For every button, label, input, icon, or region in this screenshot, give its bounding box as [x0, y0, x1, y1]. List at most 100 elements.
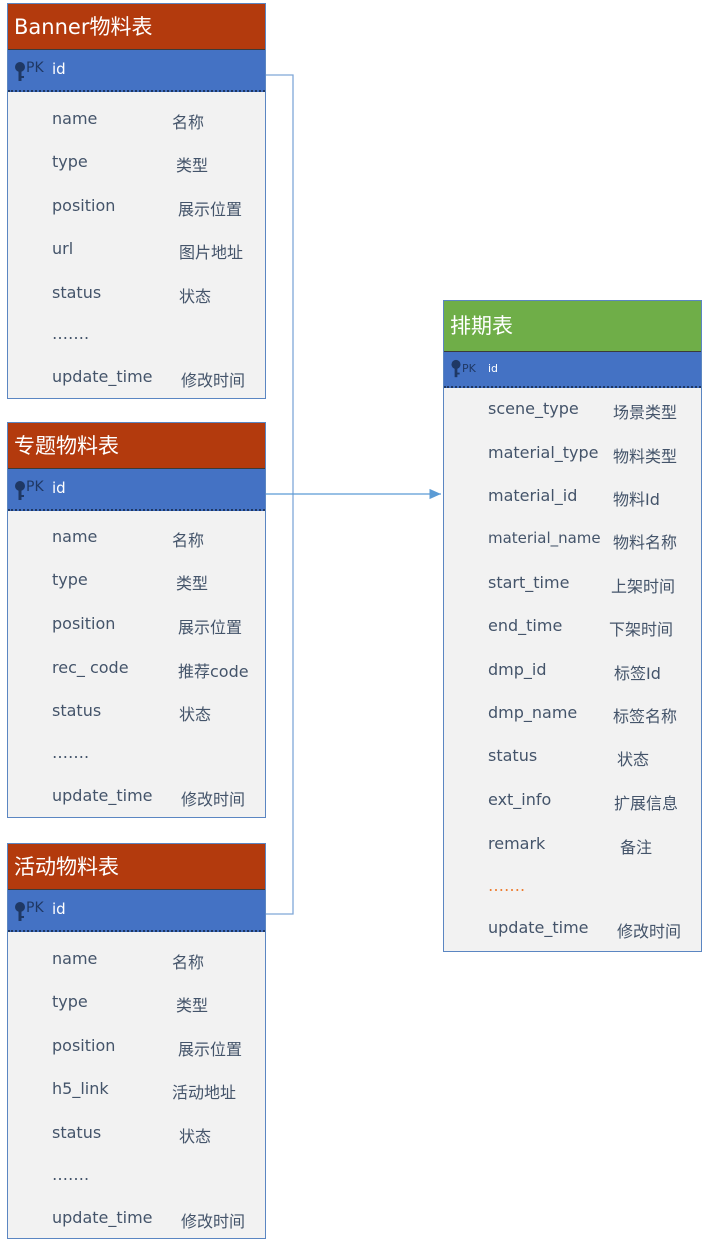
field-desc: 推荐code: [178, 662, 249, 681]
primary-key-row: PK id: [8, 469, 265, 511]
pk-field: id: [488, 362, 499, 375]
field-name: dmp_name: [488, 703, 578, 722]
field-name: position: [52, 196, 116, 215]
key-icon: [451, 359, 461, 378]
banner-to-schedule-connector: [266, 74, 294, 494]
pk-field: id: [52, 60, 66, 78]
field-ellipsis: …….: [488, 876, 526, 895]
table-row: …….: [8, 743, 267, 763]
field-name: status: [488, 746, 538, 765]
table-row: position 展示位置: [8, 614, 267, 637]
table-row: material_type 物料类型: [444, 443, 703, 466]
field-desc: 扩展信息: [614, 794, 679, 813]
field-desc: 展示位置: [178, 618, 243, 637]
activity-material-table: 活动物料表 PK id name 名称 type 类型 position 展示位置 h…: [7, 843, 266, 1239]
field-name: material_type: [488, 443, 599, 462]
table-row: position 展示位置: [8, 1036, 267, 1059]
field-name: name: [52, 949, 98, 968]
field-desc: 类型: [176, 574, 209, 593]
field-name: url: [52, 239, 74, 258]
field-name: ext_info: [488, 790, 552, 809]
field-desc: 修改时间: [181, 1212, 246, 1231]
field-desc: 名称: [172, 531, 205, 550]
field-desc: 标签名称: [613, 707, 678, 726]
table-row: …….: [8, 1165, 267, 1185]
field-name: material_name: [488, 529, 601, 547]
table-row: dmp_name 标签名称: [444, 703, 703, 726]
field-desc: 修改时间: [181, 371, 246, 390]
field-desc: 物料Id: [613, 490, 660, 509]
field-name: h5_link: [52, 1079, 109, 1098]
field-desc: 展示位置: [178, 1040, 243, 1059]
field-desc: 场景类型: [613, 403, 678, 422]
pk-field: id: [52, 900, 66, 918]
field-desc: 名称: [172, 953, 205, 972]
field-desc: 备注: [620, 838, 653, 857]
field-desc: 物料类型: [613, 447, 678, 466]
table-row: material_id 物料Id: [444, 486, 703, 509]
table-row: update_time 修改时间: [8, 786, 267, 809]
table-row: name 名称: [8, 949, 267, 972]
field-name: dmp_id: [488, 660, 547, 679]
field-name: name: [52, 109, 98, 128]
field-name: update_time: [488, 918, 589, 937]
table-row: …….: [8, 324, 267, 344]
field-desc: 状态: [179, 287, 212, 306]
pk-tag: PK: [26, 900, 44, 916]
field-ellipsis: …….: [52, 1165, 90, 1184]
field-desc: 名称: [172, 113, 205, 132]
field-name: material_id: [488, 486, 578, 505]
field-desc: 修改时间: [181, 790, 246, 809]
table-row: scene_type 场景类型: [444, 399, 703, 422]
pk-field: id: [52, 479, 66, 497]
activity-to-schedule-connector: [266, 494, 294, 915]
field-name: status: [52, 1123, 102, 1142]
field-name: position: [52, 1036, 116, 1055]
pk-tag: PK: [26, 60, 44, 76]
table-row: ext_info 扩展信息: [444, 790, 703, 813]
field-ellipsis: …….: [52, 743, 90, 762]
field-ellipsis: …….: [52, 324, 90, 343]
field-desc: 修改时间: [617, 922, 682, 941]
table-row: update_time 修改时间: [444, 918, 703, 941]
table-title: 专题物料表: [8, 423, 265, 469]
field-desc: 活动地址: [172, 1083, 237, 1102]
field-name: scene_type: [488, 399, 579, 418]
table-title: 活动物料表: [8, 844, 265, 890]
field-desc: 状态: [617, 750, 650, 769]
table-row: material_name 物料名称: [444, 529, 703, 552]
field-desc: 类型: [176, 996, 209, 1015]
field-name: position: [52, 614, 116, 633]
table-row: type 类型: [8, 152, 267, 175]
table-row: remark 备注: [444, 834, 703, 857]
field-name: status: [52, 283, 102, 302]
table-row: name 名称: [8, 109, 267, 132]
table-row: type 类型: [8, 992, 267, 1015]
field-name: update_time: [52, 786, 153, 805]
field-desc: 物料名称: [613, 533, 678, 552]
field-desc: 状态: [179, 705, 212, 724]
field-desc: 类型: [176, 156, 209, 175]
table-row: start_time 上架时间: [444, 573, 703, 596]
primary-key-row: PK id: [8, 50, 265, 92]
field-name: type: [52, 152, 88, 171]
field-name: start_time: [488, 573, 570, 592]
pk-tag: PK: [26, 479, 44, 495]
field-name: remark: [488, 834, 546, 853]
table-row: status 状态: [444, 746, 703, 769]
field-name: end_time: [488, 616, 563, 635]
field-desc: 上架时间: [611, 577, 676, 596]
field-name: type: [52, 992, 88, 1011]
